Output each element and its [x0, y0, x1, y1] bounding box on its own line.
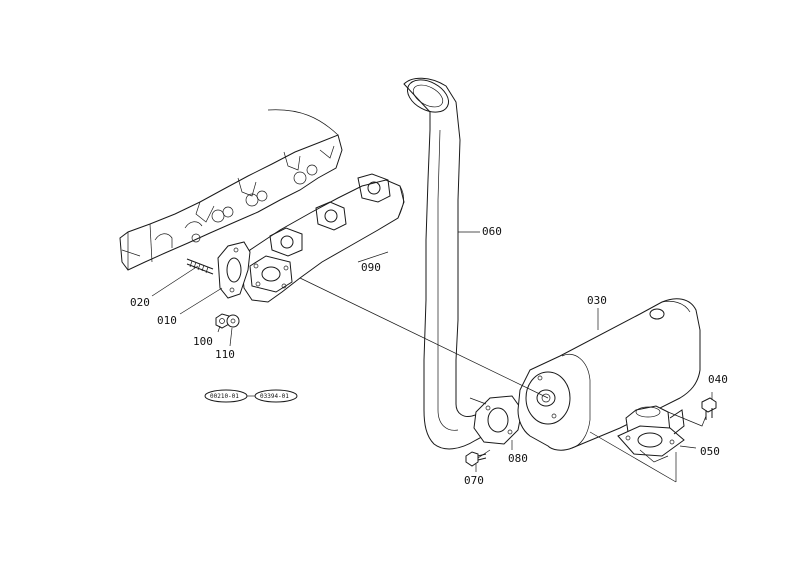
part-label-030: 030 [587, 294, 607, 307]
gasket-080 [473, 395, 523, 445]
part-labels: 020 010 100 110 090 060 030 040 050 080 … [130, 225, 728, 487]
part-label-020: 020 [130, 296, 150, 309]
part-label-060: 060 [482, 225, 502, 238]
bolt-070 [465, 451, 487, 467]
exhaust-pipe-060 [403, 77, 499, 450]
exhaust-manifold-090 [241, 173, 405, 303]
washer-110 [226, 314, 240, 328]
cylinder-head [119, 109, 343, 271]
assembly-reference-lines [299, 277, 707, 483]
part-label-010: 010 [157, 314, 177, 327]
bracket-050 [617, 409, 685, 463]
part-label-080: 080 [508, 452, 528, 465]
reference-tag-2: 03394-01 [260, 393, 289, 400]
gasket-010 [217, 241, 251, 299]
part-label-110: 110 [215, 348, 235, 361]
bolt-040 [701, 397, 717, 420]
part-label-100: 100 [193, 335, 213, 348]
part-label-050: 050 [700, 445, 720, 458]
stud-020 [186, 258, 214, 275]
part-label-070: 070 [464, 474, 484, 487]
part-label-040: 040 [708, 373, 728, 386]
reference-tags: 00210-01 03394-01 [204, 389, 298, 403]
reference-tag-1: 00210-01 [210, 393, 239, 400]
part-label-090: 090 [361, 261, 381, 274]
muffler-030 [517, 298, 701, 451]
leader-lines [151, 231, 713, 472]
